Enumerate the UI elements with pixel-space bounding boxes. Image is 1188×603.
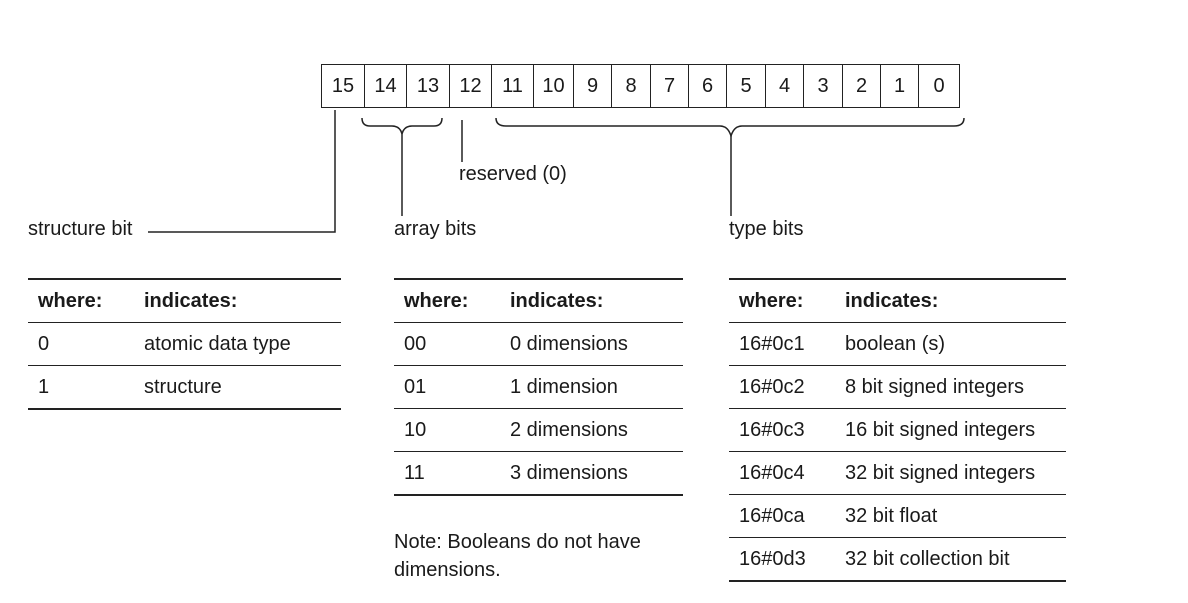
header-indicates: indicates: bbox=[500, 278, 683, 323]
cell-where: 16#0c2 bbox=[729, 365, 835, 409]
note-text: Note: Booleans do not have dimensions. bbox=[394, 531, 641, 581]
structure-bit-label: structure bit bbox=[28, 218, 133, 240]
cell-where: 10 bbox=[394, 408, 500, 452]
cell-indicates: 32 bit signed integers bbox=[835, 451, 1066, 495]
bit-cell-11: 11 bbox=[492, 65, 534, 107]
bit-cell-10: 10 bbox=[534, 65, 574, 107]
header-where: where: bbox=[28, 278, 134, 323]
bit-cell-14: 14 bbox=[365, 65, 407, 107]
bit-cell-9: 9 bbox=[574, 65, 612, 107]
type-bits-brace bbox=[495, 117, 965, 139]
cell-where: 16#0d3 bbox=[729, 537, 835, 582]
cell-indicates: 0 dimensions bbox=[500, 322, 683, 366]
cell-where: 16#0ca bbox=[729, 494, 835, 538]
bit-cell-7: 7 bbox=[651, 65, 689, 107]
cell-indicates: 1 dimension bbox=[500, 365, 683, 409]
header-where: where: bbox=[729, 278, 835, 323]
bit-cell-3: 3 bbox=[804, 65, 843, 107]
cell-indicates: structure bbox=[134, 365, 341, 410]
cell-where: 11 bbox=[394, 451, 500, 496]
array-bits-label: array bits bbox=[394, 218, 477, 240]
cell-where: 01 bbox=[394, 365, 500, 409]
array-bits-brace bbox=[361, 117, 443, 135]
cell-indicates: 2 dimensions bbox=[500, 408, 683, 452]
cell-indicates: 32 bit float bbox=[835, 494, 1066, 538]
header-indicates: indicates: bbox=[835, 278, 1066, 323]
bit-cell-4: 4 bbox=[766, 65, 804, 107]
cell-where: 0 bbox=[28, 322, 134, 366]
structure-bit-leader bbox=[148, 110, 336, 233]
bit-cell-6: 6 bbox=[689, 65, 727, 107]
type-bits-label: type bits bbox=[729, 218, 804, 240]
bit-cell-8: 8 bbox=[612, 65, 651, 107]
reserved-label: reserved (0) bbox=[459, 163, 567, 185]
cell-indicates: 32 bit collection bit bbox=[835, 537, 1066, 582]
bit-cell-5: 5 bbox=[727, 65, 766, 107]
cell-indicates: boolean (s) bbox=[835, 322, 1066, 366]
bit-cell-2: 2 bbox=[843, 65, 881, 107]
cell-where: 16#0c1 bbox=[729, 322, 835, 366]
cell-indicates: 16 bit signed integers bbox=[835, 408, 1066, 452]
cell-where: 16#0c3 bbox=[729, 408, 835, 452]
table-header-row: where:indicates: bbox=[729, 278, 1066, 323]
table-header-row: where:indicates: bbox=[394, 278, 683, 323]
cell-indicates: 8 bit signed integers bbox=[835, 365, 1066, 409]
bit-cell-1: 1 bbox=[881, 65, 919, 107]
cell-where: 16#0c4 bbox=[729, 451, 835, 495]
bit-cell-13: 13 bbox=[407, 65, 450, 107]
header-indicates: indicates: bbox=[134, 278, 341, 323]
table-header-row: where:indicates: bbox=[28, 278, 341, 323]
bit-cell-12: 12 bbox=[450, 65, 492, 107]
header-where: where: bbox=[394, 278, 500, 323]
bit-cell-15: 15 bbox=[322, 65, 365, 107]
cell-indicates: atomic data type bbox=[134, 322, 341, 366]
cell-where: 00 bbox=[394, 322, 500, 366]
cell-indicates: 3 dimensions bbox=[500, 451, 683, 496]
bit-cell-0: 0 bbox=[933, 74, 945, 97]
cell-where: 1 bbox=[28, 365, 134, 410]
